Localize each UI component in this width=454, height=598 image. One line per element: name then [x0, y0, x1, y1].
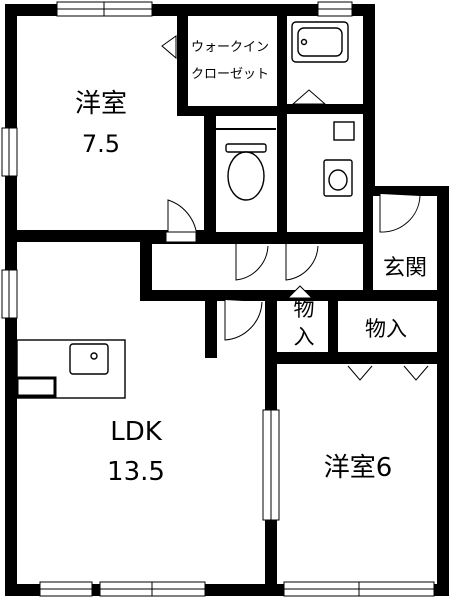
- storage-small-line2: 入: [294, 325, 315, 349]
- storage-name: 物入: [365, 317, 407, 341]
- doors: [161, 35, 429, 381]
- western-room-1-name: 洋室: [75, 89, 127, 119]
- kitchen-stove: [15, 376, 57, 398]
- toilet: [225, 143, 267, 153]
- windows: [1, 1, 435, 597]
- western-room-1-size: 7.5: [82, 130, 120, 158]
- walk-in-closet-line2: クローゼット: [191, 67, 269, 82]
- ldk-size: 13.5: [107, 457, 165, 487]
- western-room-2-name: 洋室6: [324, 453, 393, 483]
- ldk-name: LDK: [110, 417, 163, 447]
- entrance-name: 玄関: [383, 256, 427, 281]
- fixtures: [15, 21, 355, 399]
- walk-in-closet-line1: ウォークイン: [191, 40, 269, 55]
- interior-walls: [5, 4, 449, 590]
- storage-small-line1: 物: [294, 297, 315, 321]
